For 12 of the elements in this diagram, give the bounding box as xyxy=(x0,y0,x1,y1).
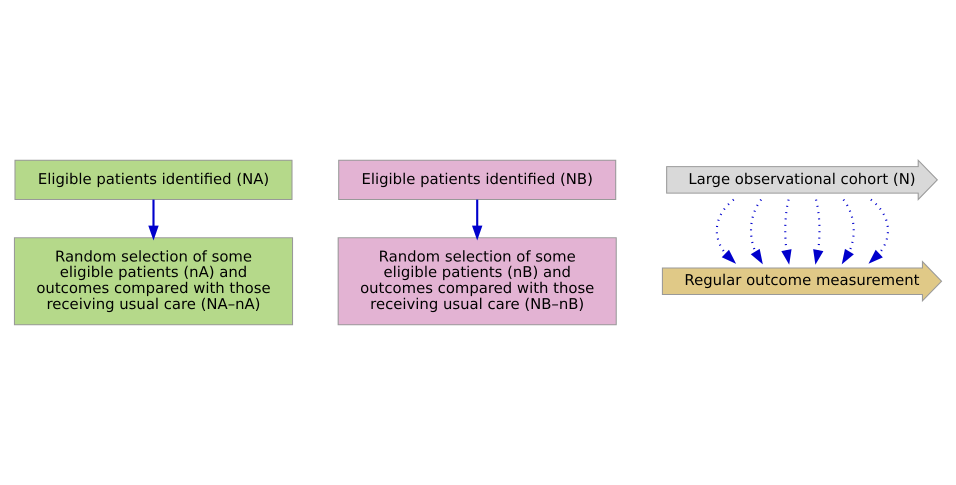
arrow xyxy=(842,199,855,264)
node-box: Random selection of some eligible patients (nB) and outcomes compared with those receiving usual care (NB–nB) xyxy=(338,237,617,326)
arrow xyxy=(148,200,159,241)
arrow xyxy=(716,198,736,264)
node-box: Random selection of some eligible patients (nA) and outcomes compared with those receiving usual care (NA–nA) xyxy=(14,237,294,326)
node-box: Eligible patients identified (NA) xyxy=(14,160,293,200)
arrow xyxy=(472,200,482,241)
arrow xyxy=(813,199,824,265)
arrow xyxy=(781,199,792,265)
node-box: Eligible patients identified (NB) xyxy=(338,160,616,200)
arrow xyxy=(750,199,763,264)
arrow xyxy=(868,198,889,264)
